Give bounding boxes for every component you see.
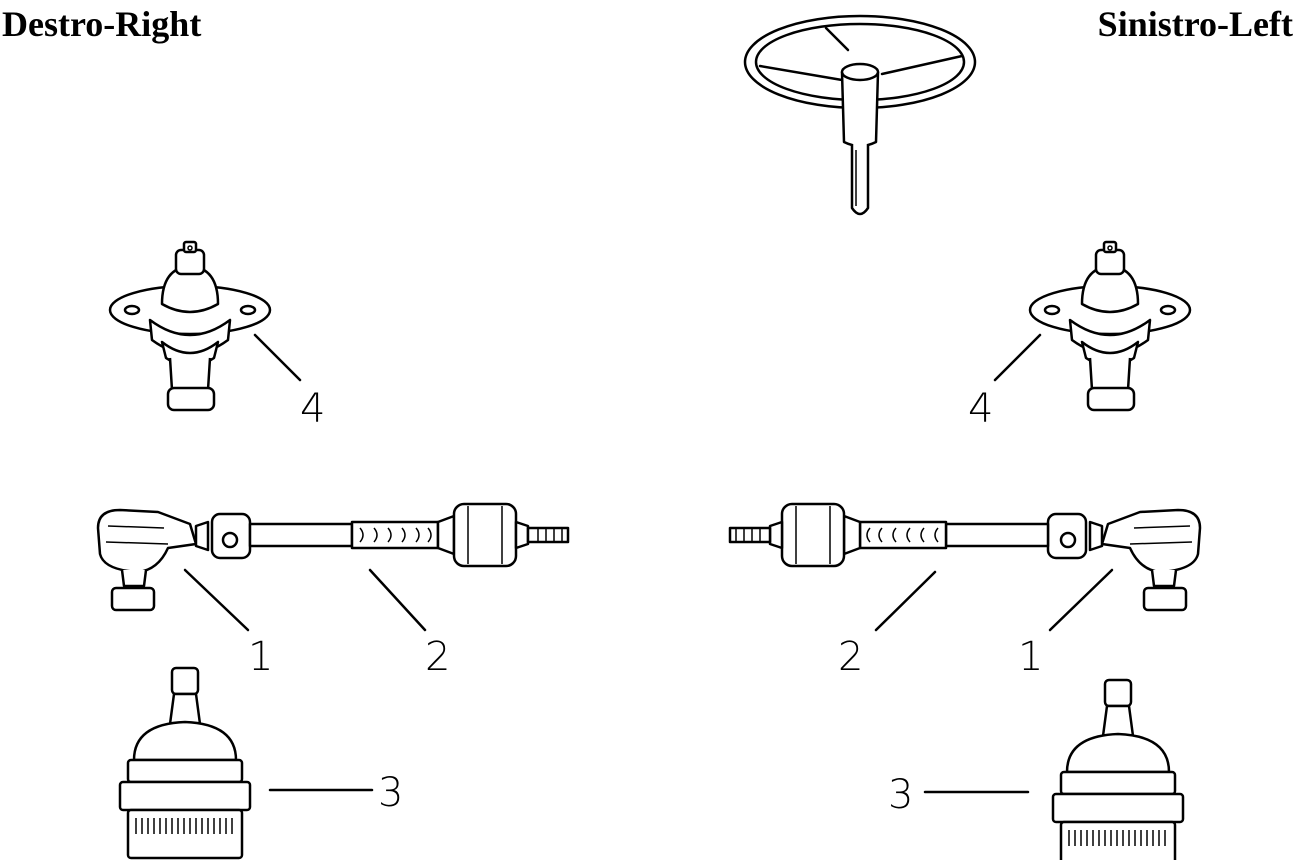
leader-line-1-left xyxy=(1048,568,1114,632)
callout-3-right: 3 xyxy=(378,770,403,816)
callout-2-left: 2 xyxy=(838,634,863,680)
leader-line-4-right xyxy=(253,333,302,382)
callout-4-left: 4 xyxy=(968,386,993,432)
leader-line-2-left xyxy=(874,570,937,632)
callout-4-right: 4 xyxy=(300,386,325,432)
callout-1-right: 1 xyxy=(248,634,273,680)
tie-rod-left xyxy=(728,502,1202,612)
label-destro-right: Destro-Right xyxy=(2,4,202,44)
ball-joint-right xyxy=(118,666,252,860)
callout-2-right: 2 xyxy=(425,634,450,680)
label-sinistro-left: Sinistro-Left xyxy=(1097,4,1293,44)
flange-joint-left xyxy=(1028,240,1192,412)
leader-line-1-right xyxy=(183,568,250,632)
leader-line-2-right xyxy=(368,568,427,632)
steering-wheel-icon xyxy=(743,14,977,216)
callout-1-left: 1 xyxy=(1018,634,1043,680)
ball-joint-left xyxy=(1051,678,1185,860)
tie-rod-right xyxy=(96,502,570,612)
flange-joint-right xyxy=(108,240,272,412)
leader-line-4-left xyxy=(993,333,1042,382)
callout-3-left: 3 xyxy=(888,772,913,818)
